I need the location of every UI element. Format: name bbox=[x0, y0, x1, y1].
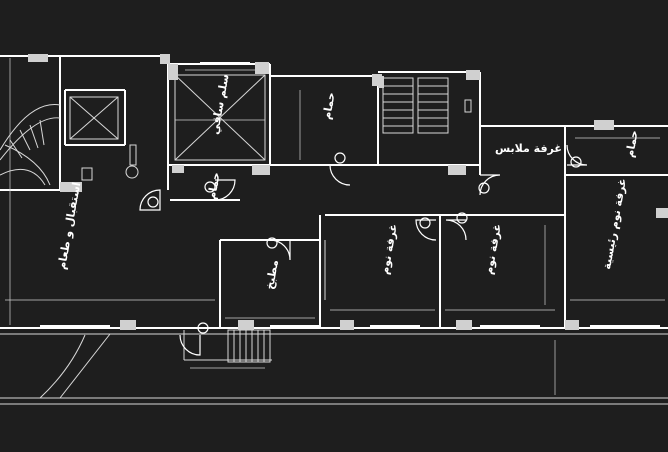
staircase-icon bbox=[183, 77, 449, 363]
room-label-bathroom-2: حمام bbox=[623, 129, 641, 158]
room-label-wc: حمام bbox=[205, 171, 223, 200]
fixtures bbox=[81, 99, 472, 300]
room-label-dressing: غرفة ملابس bbox=[495, 142, 562, 155]
room-label-stairwell: سلم ساقي bbox=[208, 73, 231, 135]
door-swing-icon bbox=[39, 144, 588, 399]
dimension-lines bbox=[5, 58, 665, 395]
room-label-bathroom-1: حمام bbox=[320, 91, 338, 120]
column-icon bbox=[28, 54, 668, 330]
spiral-staircase-icon bbox=[0, 104, 61, 186]
room-label-reception: استقبال و طعام bbox=[55, 181, 83, 270]
room-label-kitchen: مطبخ bbox=[263, 259, 281, 291]
outer-walls bbox=[0, 55, 668, 405]
stairwell-shaft bbox=[69, 74, 266, 161]
room-label-bedroom-2: غرفة نوم bbox=[482, 223, 504, 276]
room-label-master-bedroom: غرفة نوم رئيسية bbox=[600, 177, 629, 270]
room-label-bedroom-1: غرفة نوم bbox=[378, 223, 400, 276]
window-icon bbox=[40, 62, 660, 328]
